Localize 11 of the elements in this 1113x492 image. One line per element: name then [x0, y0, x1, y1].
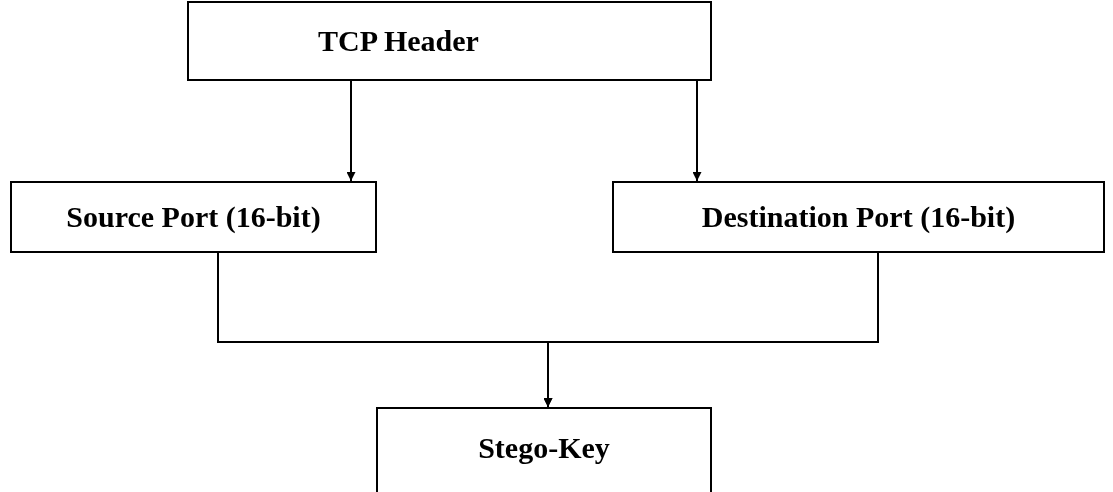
arrow: [346, 80, 356, 182]
box-label: TCP Header: [318, 23, 479, 60]
arrow: [692, 80, 702, 182]
process-box: [376, 407, 712, 492]
box-label: Destination Port (16-bit): [701, 199, 1016, 236]
box-label: Source Port (16-bit): [66, 199, 321, 236]
box-label: Stego-Key: [478, 430, 610, 466]
process-box: [612, 181, 1105, 253]
process-box: [10, 181, 377, 253]
arrow: [543, 252, 879, 408]
process-box: [187, 1, 712, 81]
